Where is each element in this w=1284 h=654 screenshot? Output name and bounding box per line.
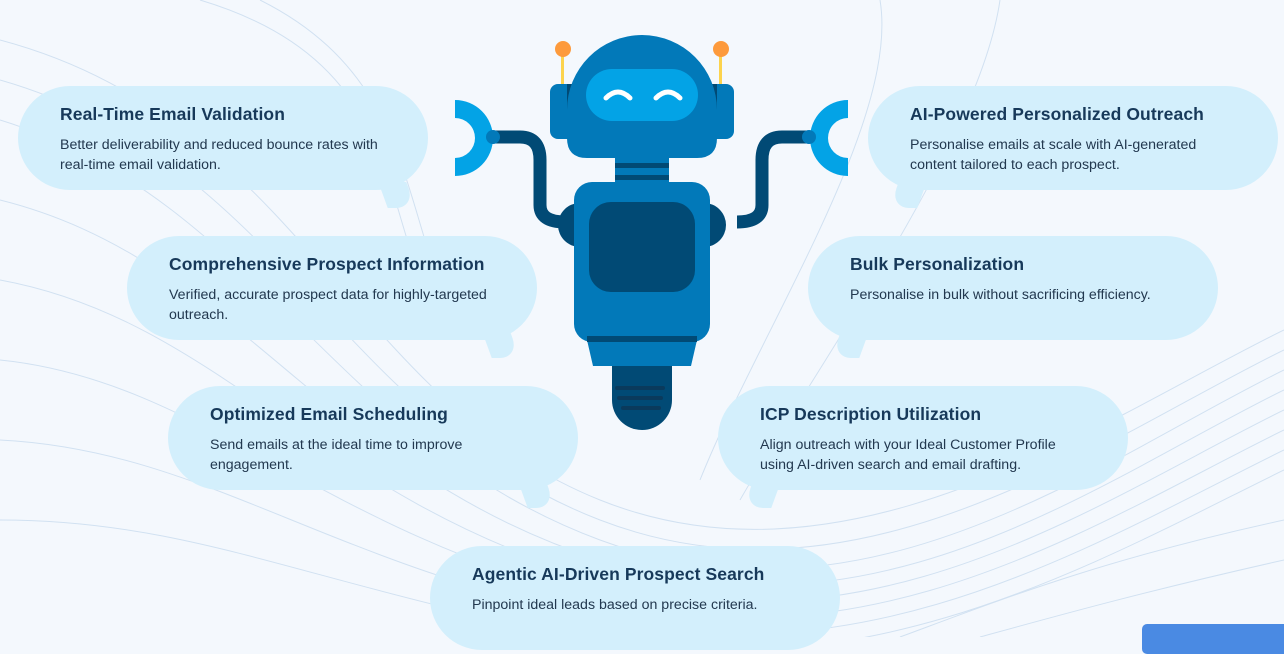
feature-description: Verified, accurate prospect data for hig… (169, 287, 487, 323)
feature-title: Real-Time Email Validation (60, 104, 285, 124)
feature-title: AI-Powered Personalized Outreach (910, 104, 1204, 124)
feature-bubble-comprehensive-prospect-information: Comprehensive Prospect Information Verif… (127, 236, 537, 358)
robot-illustration (455, 35, 848, 430)
feature-description: Align outreach with your Ideal Customer … (760, 437, 1056, 473)
robot-base (612, 366, 672, 430)
feature-description: Personalise emails at scale with AI-gene… (910, 137, 1197, 173)
robot-antennas (555, 41, 729, 86)
robot-neck (615, 158, 669, 183)
feature-title: Agentic AI-Driven Prospect Search (472, 564, 765, 584)
feature-bubble-agentic-ai-driven-prospect-search: Agentic AI-Driven Prospect Search Pinpoi… (430, 546, 840, 650)
feature-description: Personalise in bulk without sacrificing … (850, 287, 1151, 303)
feature-description: Pinpoint ideal leads based on precise cr… (472, 597, 758, 613)
feature-bubble-real-time-email-validation: Real-Time Email Validation Better delive… (18, 86, 428, 208)
feature-bubble-ai-powered-personalized-outreach: AI-Powered Personalized Outreach Persona… (868, 86, 1278, 208)
feature-title: ICP Description Utilization (760, 404, 982, 424)
robot-left-arm (455, 100, 566, 229)
robot-right-arm (736, 100, 848, 229)
robot-head (550, 35, 734, 158)
feature-title: Comprehensive Prospect Information (169, 254, 485, 274)
feature-description: Better deliverability and reduced bounce… (60, 137, 378, 173)
feature-bubble-icp-description-utilization: ICP Description Utilization Align outrea… (718, 386, 1128, 508)
feature-bubble-bulk-personalization: Bulk Personalization Personalise in bulk… (808, 236, 1218, 358)
feature-title: Optimized Email Scheduling (210, 404, 448, 424)
feature-title: Bulk Personalization (850, 254, 1025, 274)
floating-action-button[interactable] (1142, 624, 1284, 654)
feature-description: Send emails at the ideal time to improve… (210, 437, 463, 473)
robot-body (558, 182, 726, 366)
feature-bubble-optimized-email-scheduling: Optimized Email Scheduling Send emails a… (168, 386, 578, 508)
